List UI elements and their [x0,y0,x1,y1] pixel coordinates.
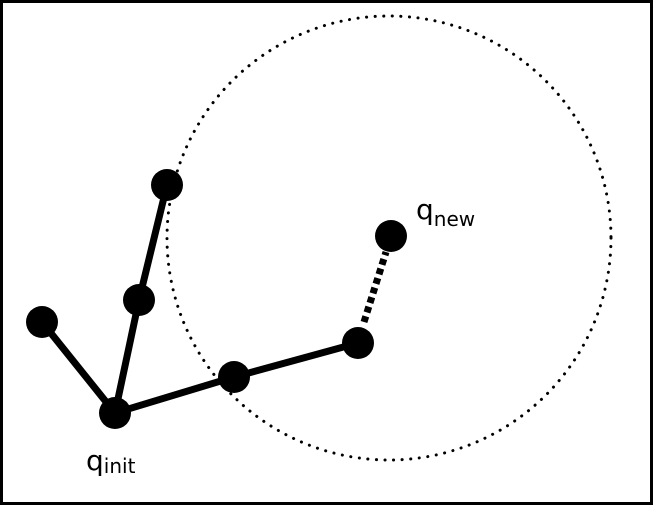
edge-init-left [38,318,119,417]
label-q-new-sub: new [434,207,475,231]
label-q-init-sub: init [104,454,136,478]
edge-right1-right2 [230,339,362,381]
tree-nodes [26,169,407,429]
label-q-new: qnew [416,193,475,231]
neighborhood-circle [165,14,613,462]
label-q-new-main: q [416,193,434,226]
edge-init-mid [111,296,143,417]
edge-candidate-dashed [360,250,390,324]
label-q-init: qinit [86,444,136,478]
label-q-init-main: q [86,444,104,477]
node-left [26,306,58,338]
node-init [99,397,131,429]
edge-mid-top [135,181,171,304]
node-top [151,169,183,201]
edge-init-right1 [111,373,238,417]
node-right1 [218,361,250,393]
tree-edges [38,181,362,417]
node-new [375,220,407,252]
node-right2 [342,327,374,359]
node-mid [123,284,155,316]
